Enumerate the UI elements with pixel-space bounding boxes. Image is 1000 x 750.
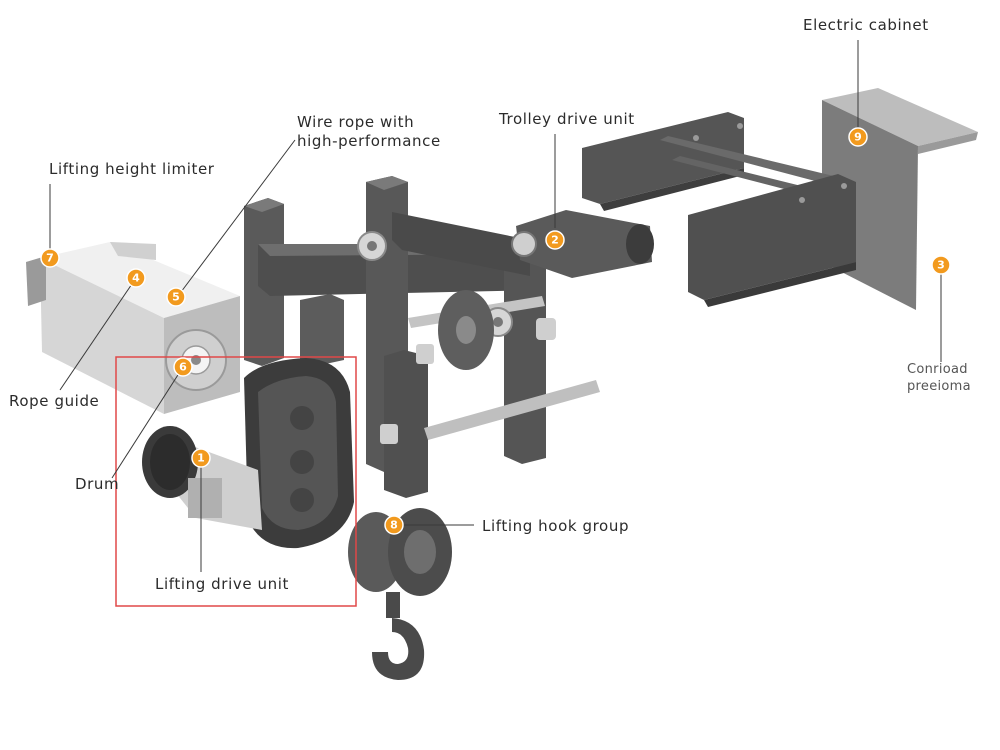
label-wire-rope-line2: high-performance (297, 132, 441, 150)
label-trolley-drive-unit: Trolley drive unit (499, 110, 635, 128)
badge-4: 4 (126, 268, 146, 288)
label-rope-guide: Rope guide (9, 392, 100, 410)
svg-text:2: 2 (551, 234, 559, 247)
svg-text:7: 7 (46, 252, 54, 265)
svg-text:1: 1 (197, 452, 205, 465)
label-control-line2: preeioma (907, 379, 971, 394)
label-lifting-height-limiter: Lifting height limiter (49, 160, 215, 178)
svg-text:3: 3 (937, 259, 945, 272)
badge-1: 1 (191, 448, 211, 468)
svg-text:4: 4 (132, 272, 140, 285)
lifting-drive-highlight-box (115, 356, 357, 607)
badge-8: 8 (384, 515, 404, 535)
badge-5: 5 (166, 287, 186, 307)
svg-text:8: 8 (390, 519, 398, 532)
badge-2: 2 (545, 230, 565, 250)
label-lifting-hook-group: Lifting hook group (482, 517, 630, 535)
main-frame (244, 176, 600, 498)
badge-9: 9 (848, 127, 868, 147)
lifting-hook-group (348, 508, 452, 680)
badge-6: 6 (173, 357, 193, 377)
svg-text:5: 5 (172, 291, 180, 304)
label-control-line1: Conrioad (907, 362, 968, 377)
trolley-drive-motor (511, 210, 654, 278)
label-drum: Drum (75, 475, 120, 493)
label-wire-rope-line1: Wire rope with (297, 113, 415, 131)
svg-text:6: 6 (179, 361, 187, 374)
label-lifting-drive-unit: Lifting drive unit (155, 575, 289, 593)
badge-3: 3 (931, 255, 951, 275)
svg-text:9: 9 (854, 131, 862, 144)
trolley-frame (582, 112, 856, 307)
label-electric-cabinet: Electric cabinet (803, 16, 929, 34)
leader-lines (49, 40, 942, 572)
badge-7: 7 (40, 248, 60, 268)
drum-housing (26, 242, 240, 414)
